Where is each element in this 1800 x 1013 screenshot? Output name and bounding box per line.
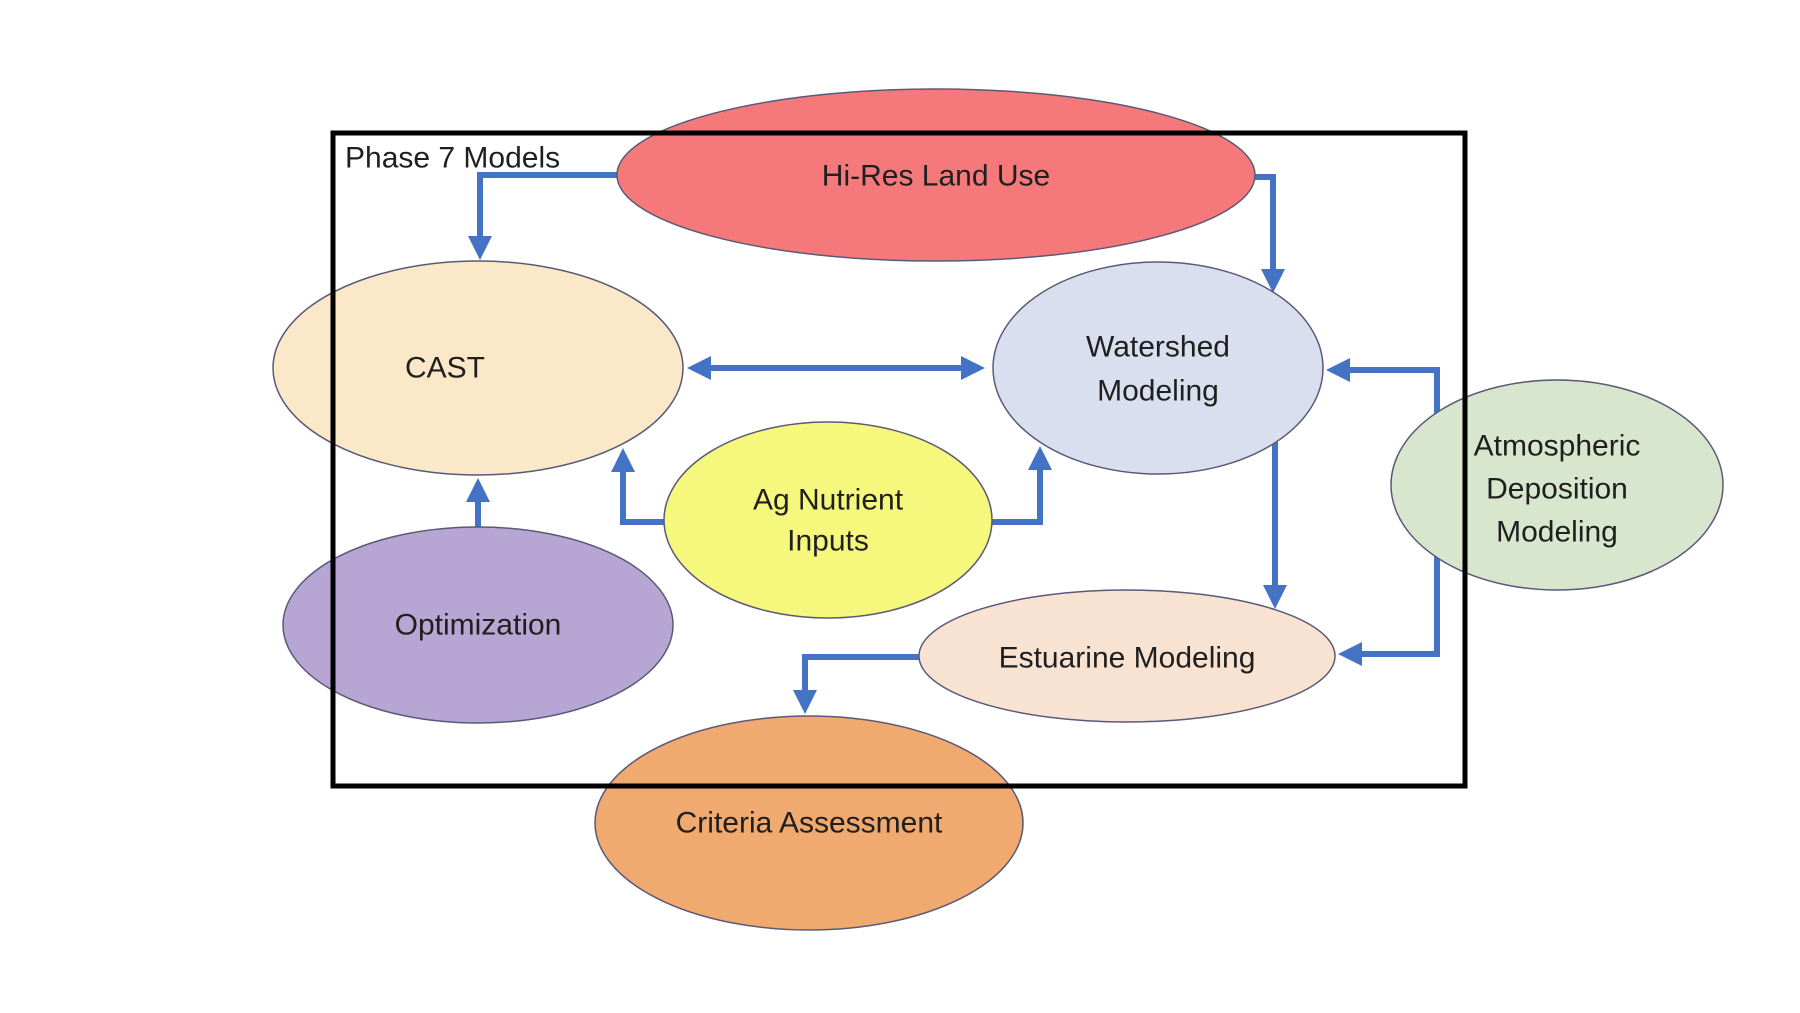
arrowhead-hires-to-cast bbox=[468, 236, 492, 260]
criteria-assessment-label: Criteria Assessment bbox=[676, 807, 943, 840]
connector-arrowheads bbox=[466, 236, 1362, 714]
arrowhead-atmospheric-to-watershed bbox=[1326, 358, 1350, 382]
watershed-modeling-label-line2: Modeling bbox=[1097, 375, 1219, 408]
atmospheric-deposition-node bbox=[1390, 379, 1724, 591]
ag-nutrient-inputs-node bbox=[663, 421, 993, 619]
arrowhead-watershed-to-cast bbox=[687, 356, 711, 380]
diagram-labels: Phase 7 Models Hi-Res Land Use CAST Wate… bbox=[345, 142, 1640, 840]
hi-res-land-use-label: Hi-Res Land Use bbox=[822, 160, 1050, 193]
arrow-agnutrient-to-watershed-line bbox=[992, 468, 1043, 525]
arrowhead-estuarine-to-criteria bbox=[793, 690, 817, 714]
arrow-hires-to-cast-line bbox=[477, 172, 617, 240]
cast-label: CAST bbox=[405, 352, 485, 385]
connector-lines bbox=[475, 172, 1440, 692]
arrowhead-agnutrient-to-cast bbox=[611, 448, 635, 472]
ag-nutrient-inputs-label-line1: Ag Nutrient bbox=[753, 484, 904, 517]
watershed-modeling-node bbox=[992, 261, 1324, 475]
phase7-models-label: Phase 7 Models bbox=[345, 142, 560, 175]
optimization-node bbox=[282, 526, 674, 724]
optimization-label: Optimization bbox=[395, 609, 562, 642]
atmospheric-label-line3: Modeling bbox=[1496, 516, 1618, 549]
arrow-estuarine-to-criteria-line bbox=[802, 654, 919, 692]
atmospheric-label-line1: Atmospheric bbox=[1474, 430, 1641, 463]
watershed-modeling-label-line1: Watershed bbox=[1086, 331, 1230, 364]
phase7-boundary-box bbox=[330, 130, 1468, 789]
cast-node bbox=[272, 260, 684, 476]
diagram-nodes bbox=[272, 88, 1724, 931]
arrowhead-atmospheric-to-estuarine bbox=[1338, 642, 1362, 666]
estuarine-modeling-label: Estuarine Modeling bbox=[999, 642, 1256, 675]
arrowhead-optimization-to-cast bbox=[466, 478, 490, 502]
arrow-agnutrient-to-cast-line bbox=[620, 470, 665, 525]
ag-nutrient-inputs-label-line2: Inputs bbox=[787, 525, 869, 558]
arrowhead-hires-to-watershed bbox=[1261, 269, 1285, 293]
criteria-assessment-node bbox=[594, 715, 1024, 931]
arrowhead-cast-to-watershed bbox=[961, 356, 985, 380]
arrowhead-agnutrient-to-watershed bbox=[1028, 446, 1052, 470]
atmospheric-label-line2: Deposition bbox=[1486, 473, 1628, 506]
estuarine-modeling-node bbox=[918, 589, 1336, 723]
arrow-hires-to-watershed-line bbox=[1255, 174, 1276, 271]
arrowhead-watershed-to-estuarine bbox=[1263, 585, 1287, 609]
